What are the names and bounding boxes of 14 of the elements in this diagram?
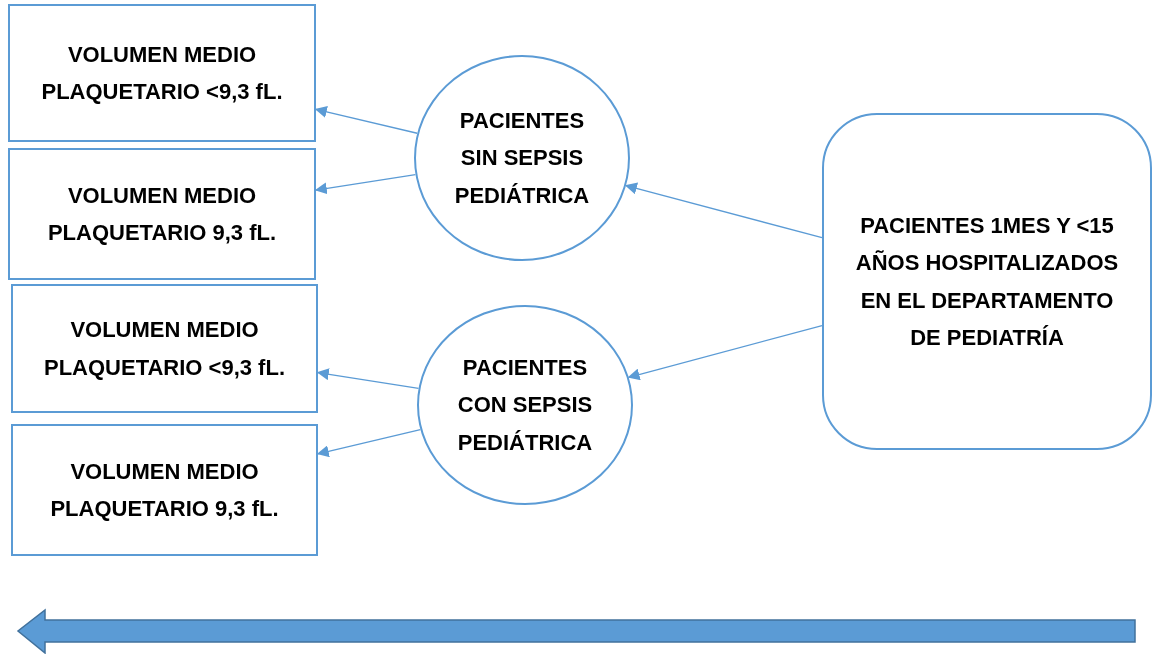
node-text: VOLUMEN MEDIO PLAQUETARIO <9,3 fL.	[43, 316, 286, 382]
process-box	[11, 284, 318, 413]
process-box	[8, 148, 316, 280]
process-box	[11, 424, 318, 556]
arrow	[627, 324, 823, 381]
process-box	[8, 4, 316, 142]
node-text: PACIENTES 1MES Y <15 AÑOS HOSPITALIZADOS EN EL DEPARTAMENTO DE PEDIATRÍA	[854, 211, 1120, 352]
node-text: VOLUMEN MEDIO PLAQUETARIO 9,3 fL.	[49, 457, 280, 523]
arrow	[624, 182, 823, 239]
node-text: PACIENTES CON SEPSIS PEDIÁTRICA	[456, 353, 594, 457]
rounded-box	[822, 113, 1152, 450]
node-text: VOLUMEN MEDIO PLAQUETARIO 9,3 fL.	[46, 181, 278, 247]
node-text: PACIENTES SIN SEPSIS PEDIÁTRICA	[453, 106, 591, 210]
node-text: VOLUMEN MEDIO PLAQUETARIO <9,3 fL.	[40, 40, 284, 106]
